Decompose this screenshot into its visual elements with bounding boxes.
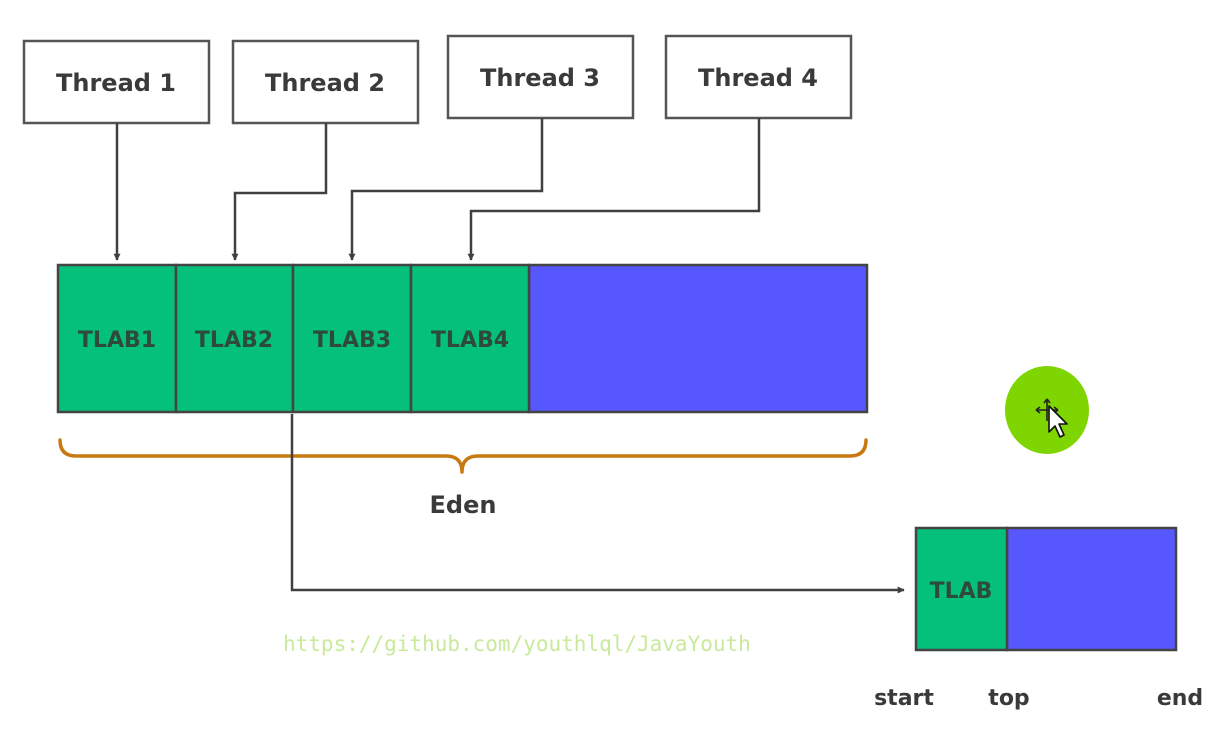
- eden-label: Eden: [430, 491, 497, 519]
- cursor-highlight: [1005, 366, 1089, 454]
- tlab-detail: TLAB start top end: [874, 526, 1203, 711]
- thread-label-4: Thread 4: [698, 64, 818, 92]
- start-pointer-label: start: [874, 686, 934, 711]
- top-pointer-label: top: [988, 686, 1029, 711]
- tlab-label-2: TLAB2: [195, 328, 273, 353]
- tlab-detail-label: TLAB: [930, 579, 993, 604]
- thread-box-3: Thread 3: [446, 34, 635, 120]
- zoom-connector: [290, 414, 905, 594]
- thread-box-1: Thread 1: [22, 39, 211, 125]
- tlab-block-4: [409, 263, 531, 414]
- tlab-label-4: TLAB4: [431, 328, 509, 353]
- eden-brace: [58, 438, 868, 474]
- thread-box-2: Thread 2: [231, 39, 420, 125]
- tlab-detail-free: [1005, 526, 1178, 652]
- eden-free-area: [527, 263, 869, 414]
- thread-label-3: Thread 3: [480, 64, 600, 92]
- tlab-block-2: [174, 263, 295, 414]
- tlab-label-3: TLAB3: [313, 328, 391, 353]
- end-pointer-label: end: [1157, 686, 1203, 711]
- thread-box-4: Thread 4: [664, 34, 853, 120]
- pointer-cursor-icon: [1048, 405, 1068, 438]
- connector-thread4-tlab4: [467, 118, 761, 261]
- eden-space: TLAB1 TLAB2 TLAB3 TLAB4: [56, 263, 869, 414]
- connector-thread2-tlab2: [231, 123, 328, 261]
- thread-label-1: Thread 1: [56, 69, 176, 97]
- thread-label-2: Thread 2: [265, 69, 385, 97]
- connector-thread3-tlab3: [348, 118, 544, 261]
- watermark-url: https://github.com/youthlql/JavaYouth: [283, 632, 751, 656]
- tlab-detail-used: [914, 526, 1009, 652]
- tlab-label-1: TLAB1: [78, 328, 156, 353]
